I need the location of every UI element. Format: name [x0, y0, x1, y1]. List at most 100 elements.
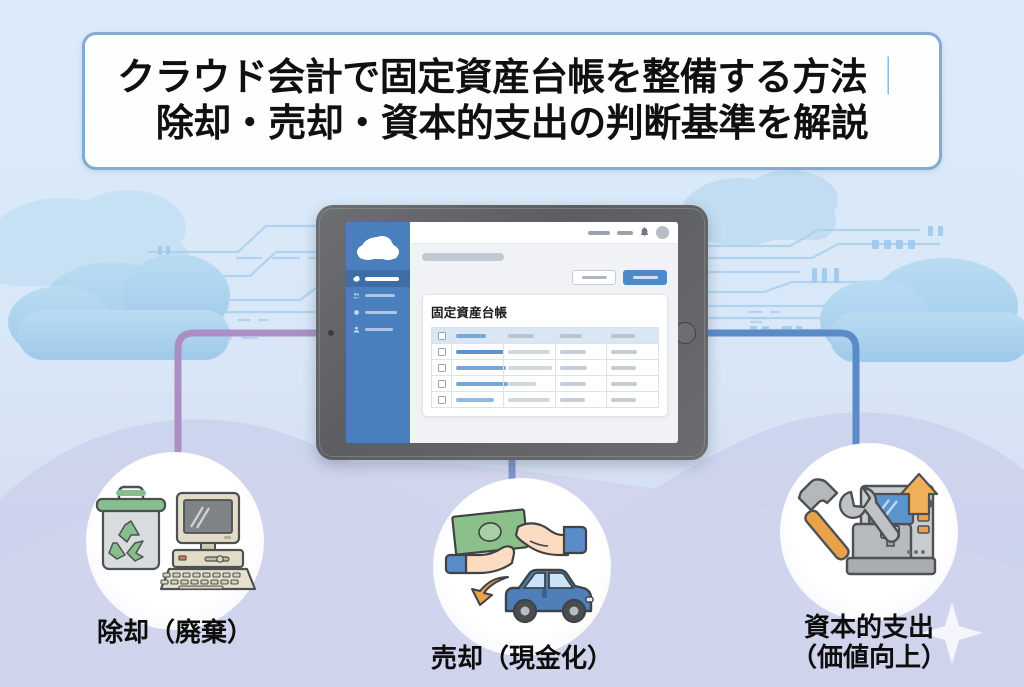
tablet-device: 固定資産台帳 — [316, 205, 708, 460]
row-checkbox[interactable] — [437, 379, 446, 388]
concept-node-disposal: 除却（廃棄） — [80, 452, 270, 648]
old-computer-icon — [159, 491, 257, 591]
capex-illustration — [797, 472, 939, 576]
action-row — [422, 270, 668, 285]
table-row[interactable] — [431, 375, 659, 392]
app-body: 固定資産台帳 — [410, 244, 678, 443]
table-cell — [451, 359, 506, 376]
table-cell — [451, 391, 504, 408]
front-camera-icon — [328, 329, 334, 336]
ledger-title: 固定資産台帳 — [431, 306, 508, 320]
giving-hand-icon — [514, 522, 588, 557]
table-header-cell[interactable] — [502, 327, 556, 344]
topbar-menu-item-1[interactable] — [617, 230, 633, 235]
ledger-table — [431, 327, 659, 408]
row-select-cell[interactable] — [431, 343, 452, 360]
title-separator: ｜ — [869, 56, 907, 99]
sale-illustration — [444, 508, 594, 624]
secondary-button[interactable] — [572, 270, 616, 285]
primary-button[interactable] — [623, 270, 667, 285]
disposal-icon-circle — [86, 452, 264, 630]
select-all-checkbox[interactable] — [437, 331, 446, 340]
row-checkbox[interactable] — [437, 347, 446, 356]
table-row[interactable] — [431, 359, 659, 376]
capex-label-line-2: （価値向上） — [790, 641, 947, 672]
sidebar-item-2-label — [365, 310, 397, 315]
table-cell — [606, 343, 659, 360]
row-checkbox[interactable] — [437, 395, 446, 404]
table-cell — [502, 391, 556, 408]
recycle-bin-icon — [95, 485, 167, 571]
table-cell — [554, 359, 608, 376]
sidebar-item-3[interactable] — [346, 321, 410, 338]
table-header-cell[interactable] — [451, 327, 504, 344]
topbar-menu-item-0[interactable] — [588, 230, 610, 235]
arrow-icon — [471, 576, 509, 606]
sidebar-item-1[interactable] — [346, 287, 410, 304]
disposal-illustration — [95, 485, 257, 591]
person-icon — [353, 326, 360, 333]
circuit-lines-right-dashes — [748, 310, 780, 324]
title-banner: クラウド会計で固定資産台帳を整備する方法｜ 除却・売却・資本的支出の判断基準を解… — [82, 32, 942, 170]
cloud-shape — [820, 258, 1024, 362]
users-icon — [353, 293, 360, 299]
up-arrow-icon — [899, 472, 939, 516]
connector-disposal — [174, 329, 320, 474]
row-select-cell[interactable] — [431, 391, 452, 408]
sparkle-icon — [921, 602, 983, 664]
row-checkbox[interactable] — [437, 363, 446, 372]
table-cell — [451, 375, 508, 392]
sidebar-item-0[interactable] — [346, 270, 410, 287]
table-cell — [502, 359, 556, 376]
disposal-label: 除却（廃棄） — [96, 617, 253, 647]
table-row[interactable] — [431, 343, 659, 360]
capex-label-line-1: 資本的支出 — [803, 612, 934, 642]
row-select-cell[interactable] — [431, 375, 452, 392]
sidebar-item-3-label — [365, 327, 393, 332]
table-cell — [554, 343, 608, 360]
car-icon — [504, 568, 594, 624]
tablet-screen: 固定資産台帳 — [346, 222, 678, 443]
table-cell — [502, 343, 556, 360]
ledger-card: 固定資産台帳 — [422, 294, 668, 417]
table-cell — [451, 343, 504, 360]
cloud-logo-icon — [357, 236, 399, 260]
wrench-icon — [838, 486, 900, 543]
primary-button-label — [632, 275, 658, 280]
bell-icon[interactable] — [640, 227, 649, 238]
title-text-main: クラウド会計で固定資産台帳を整備する方法 — [117, 56, 868, 99]
row-select-cell[interactable] — [431, 359, 452, 376]
table-cell — [606, 375, 659, 392]
table-header-cell[interactable] — [554, 327, 608, 344]
cloud-shape — [682, 170, 838, 246]
sidebar-item-0-label — [365, 276, 399, 281]
concept-node-capex: 資本的支出 （価値向上） — [774, 443, 964, 672]
sale-icon-circle — [433, 478, 611, 656]
table-header-cell[interactable] — [606, 327, 659, 344]
table-header-row — [431, 327, 659, 344]
table-cell — [554, 391, 608, 408]
sidebar-item-2[interactable] — [346, 304, 410, 321]
app-main: 固定資産台帳 — [410, 222, 678, 443]
cloud-shape — [0, 190, 190, 286]
concept-node-sale: 売却（現金化） — [427, 478, 617, 674]
hammer-icon — [797, 478, 850, 561]
app-topbar — [410, 222, 678, 244]
avatar[interactable] — [656, 226, 669, 239]
connector-capex — [704, 329, 860, 466]
cloud-icon — [353, 275, 360, 282]
app-sidebar — [346, 222, 410, 443]
secondary-button-label — [581, 275, 607, 280]
capex-icon-circle — [780, 443, 958, 621]
select-all-cell[interactable] — [431, 327, 452, 344]
table-cell — [606, 391, 659, 408]
circle-icon — [354, 310, 359, 315]
title-line-2: 除却・売却・資本的支出の判断基準を解説 — [155, 103, 869, 145]
sidebar-item-1-label — [365, 293, 395, 298]
receiving-hand-icon — [444, 545, 516, 575]
table-cell — [554, 375, 608, 392]
table-cell — [606, 359, 659, 376]
title-line-1: クラウド会計で固定資産台帳を整備する方法｜ — [117, 55, 907, 101]
table-row[interactable] — [431, 391, 659, 408]
